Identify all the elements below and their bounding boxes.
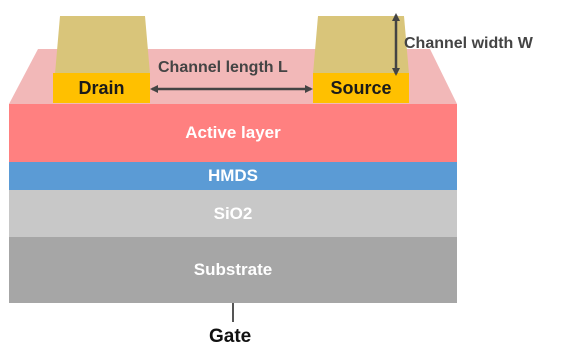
drain-metal-block [55,16,150,74]
sio2-layer-label: SiO2 [213,203,253,223]
drain-label: Drain [78,77,125,98]
channel-length-label: Channel length L [158,59,288,76]
sio2-layer: SiO2 [9,190,457,237]
gate-label: Gate [209,326,252,347]
active-layer-label: Active layer [185,123,281,142]
source-label: Source [330,77,392,98]
hmds-layer-label: HMDS [207,166,259,185]
channel-width-label: Channel width W [404,35,533,52]
hmds-layer: HMDS [9,162,457,190]
active-layer: Active layer [9,104,457,162]
substrate-layer-label: Substrate [193,260,273,279]
substrate-layer: Substrate [9,237,457,303]
source-electrode: Source [313,73,409,103]
drain-electrode: Drain [53,73,150,103]
source-metal-block [313,16,409,74]
